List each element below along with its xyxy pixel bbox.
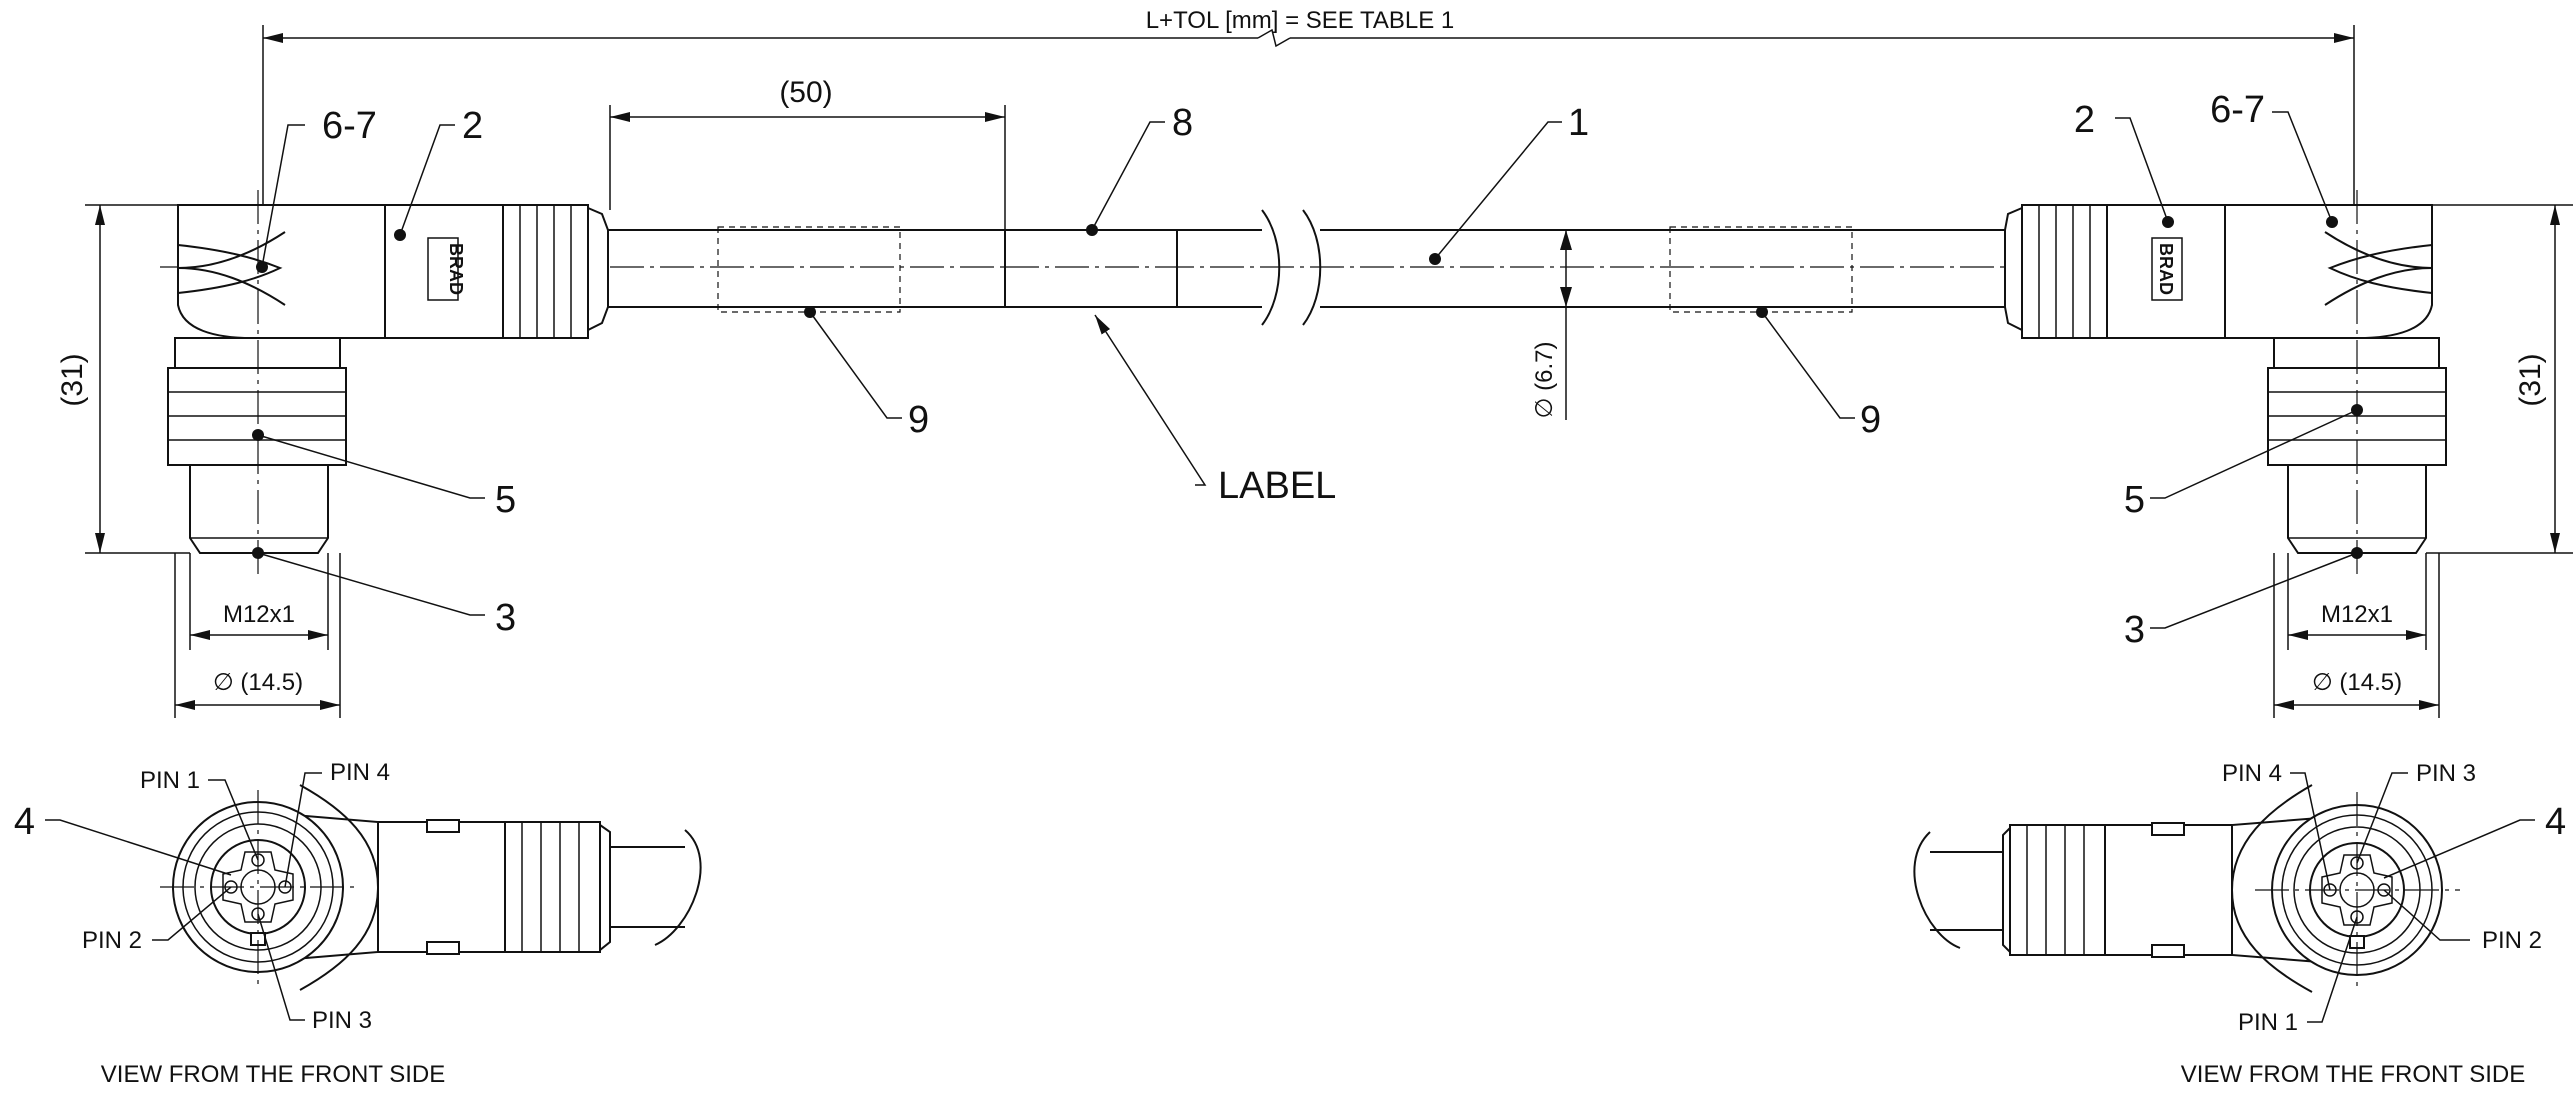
callout-9-right: 9 [1860,399,1881,441]
left-front-view: PIN 1 PIN 4 PIN 2 PIN 3 4 VIEW FROM THE … [14,759,702,1088]
callout-1: 1 [1568,102,1589,144]
left-pin-2: PIN 2 [82,927,142,954]
label-offset-value: (50) [779,76,832,109]
left-connector-side: BRAD [167,190,609,575]
callout-5-left: 5 [495,479,516,521]
thread-dimension-left: M12x1 [189,553,329,650]
cable-diameter-dimension: ∅ (6.7) [1531,230,1572,420]
right-front-view: PIN 4 PIN 3 PIN 2 PIN 1 4 VIEW FROM THE … [1913,760,2566,1088]
thread-value-left: M12x1 [223,601,295,628]
coupling-diameter-value-left: ∅ (14.5) [213,669,303,696]
brand-logo-left: BRAD [427,237,466,301]
left-pin-1: PIN 1 [140,767,200,794]
height-value-left: (31) [56,353,89,406]
brand-logo-right: BRAD [2151,237,2183,301]
left-pin-3: PIN 3 [312,1007,372,1034]
marking-box-right [1669,226,1853,313]
right-pin-4: PIN 4 [2222,760,2282,787]
callout-leaders: 6-7 2 8 1 9 9 LABEL 5 3 2 [252,89,2363,651]
left-pin-4: PIN 4 [330,759,390,786]
callout-3-right: 3 [2124,609,2145,651]
thread-dimension-right: M12x1 [2287,553,2427,650]
right-pin-1: PIN 1 [2238,1009,2298,1036]
callout-3-left: 3 [495,597,516,639]
callout-6-7-left: 6-7 [322,105,377,147]
height-value-right: (31) [2514,353,2547,406]
right-connector-side: BRAD [2004,190,2447,575]
height-dimension-right: (31) [2426,204,2573,554]
marking-box-left [717,226,901,313]
right-pin-3: PIN 3 [2416,760,2476,787]
body-left [384,204,504,339]
left-view-caption: VIEW FROM THE FRONT SIDE [101,1061,445,1088]
svg-text:BRAD: BRAD [2156,243,2176,295]
coupling-diameter-dimension-right: ∅ (14.5) [2273,553,2440,718]
thread-value-right: M12x1 [2321,601,2393,628]
svg-text:BRAD: BRAD [446,243,466,295]
coupling-diameter-value-right: ∅ (14.5) [2312,669,2402,696]
callout-2-right: 2 [2074,99,2095,141]
label-callout: LABEL [1218,465,1336,507]
cable-diameter-value: ∅ (6.7) [1531,342,1558,419]
overall-length-label: L+TOL [mm] = SEE TABLE 1 [1146,7,1455,34]
coupling-diameter-dimension-left: ∅ (14.5) [174,553,341,718]
label-offset-dimension: (50) [609,76,1006,230]
height-dimension-left: (31) [56,204,190,554]
coupling-left [189,464,329,554]
callout-4-right: 4 [2545,801,2566,843]
callout-9-left: 9 [908,399,929,441]
right-pin-2: PIN 2 [2482,927,2542,954]
right-view-caption: VIEW FROM THE FRONT SIDE [2181,1061,2525,1088]
callout-5-right: 5 [2124,479,2145,521]
callout-2-left: 2 [462,105,483,147]
callout-6-7-right: 6-7 [2210,89,2265,131]
callout-4-left: 4 [14,801,35,843]
callout-8: 8 [1172,102,1193,144]
label-sleeve [1004,229,1178,308]
overall-length-dimension: L+TOL [mm] = SEE TABLE 1 [262,7,2355,205]
